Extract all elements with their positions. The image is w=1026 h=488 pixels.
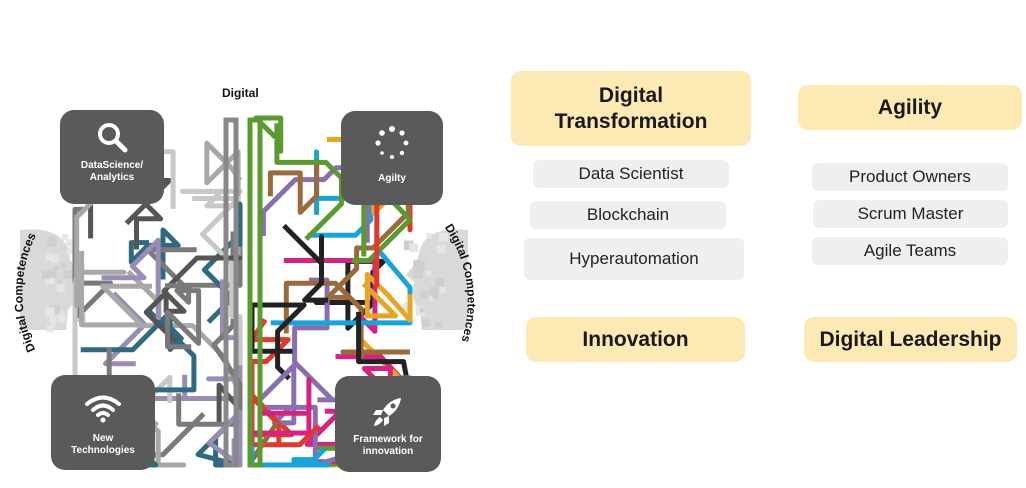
header-label: Agility bbox=[877, 95, 943, 119]
diagram-top-label: Digital bbox=[222, 86, 259, 100]
header-digital-transformation: Digital Transformation bbox=[511, 71, 751, 146]
pixel-square bbox=[426, 232, 432, 239]
header-label: Digital Leadership bbox=[819, 327, 1002, 351]
network-line bbox=[165, 283, 202, 350]
pixel-square bbox=[429, 292, 435, 298]
item-scrum-master: Scrum Master bbox=[813, 200, 1008, 228]
pixel-square bbox=[58, 314, 66, 323]
network-line bbox=[79, 251, 152, 328]
network-line bbox=[267, 164, 320, 215]
pixel-square bbox=[56, 284, 65, 293]
pixel-square bbox=[402, 304, 407, 309]
pixel-square bbox=[61, 263, 67, 269]
center-divider-left bbox=[223, 117, 239, 468]
tile-label: Framework for innovation bbox=[353, 434, 423, 457]
network-line bbox=[256, 363, 353, 468]
pixel-square bbox=[63, 273, 68, 279]
pixel-square bbox=[64, 270, 73, 279]
pixel-square bbox=[54, 265, 59, 270]
network-line bbox=[282, 223, 329, 303]
pixel-square bbox=[45, 307, 55, 317]
item-data-scientist: Data Scientist bbox=[533, 160, 729, 188]
network-line bbox=[88, 196, 164, 250]
pixel-square bbox=[413, 268, 423, 279]
pixel-square bbox=[62, 234, 69, 241]
center-divider-right bbox=[247, 117, 263, 468]
pixel-square bbox=[420, 290, 428, 299]
pixel-square bbox=[50, 322, 55, 327]
rocket-icon bbox=[335, 396, 441, 428]
network-line bbox=[260, 165, 370, 243]
pixel-square bbox=[45, 253, 53, 260]
pixel-square bbox=[419, 307, 425, 313]
pixel-square bbox=[414, 265, 421, 271]
header-innovation: Innovation bbox=[526, 317, 745, 362]
header-label: Innovation bbox=[582, 327, 689, 351]
header-label: Digital Transformation bbox=[554, 83, 708, 133]
network-line bbox=[128, 227, 181, 280]
tile-data-science: DataScience/ Analytics bbox=[60, 110, 164, 204]
tile-framework-innovation: Framework for innovation bbox=[335, 376, 441, 472]
pixel-square bbox=[426, 270, 431, 276]
pixel-square bbox=[415, 259, 422, 265]
pixel-square bbox=[66, 247, 75, 255]
item-product-owners: Product Owners bbox=[812, 163, 1008, 191]
left-head-silhouette bbox=[20, 229, 86, 333]
spinner-dots-icon bbox=[341, 125, 443, 161]
pixel-square bbox=[50, 254, 60, 263]
tile-agility: Agilty bbox=[341, 111, 443, 205]
pixel-square bbox=[57, 280, 63, 285]
network-line bbox=[325, 194, 411, 300]
network-line bbox=[274, 123, 344, 241]
tile-new-technologies: New Technologies bbox=[51, 375, 155, 470]
pixel-square bbox=[437, 245, 446, 254]
pixel-square bbox=[439, 287, 446, 294]
magnifier-icon bbox=[60, 120, 164, 154]
pixel-square bbox=[50, 304, 60, 314]
item-agile-teams: Agile Teams bbox=[812, 237, 1008, 265]
item-blockchain: Blockchain bbox=[530, 201, 726, 229]
network-line bbox=[270, 246, 413, 326]
header-agility: Agility bbox=[798, 85, 1022, 130]
pixel-square bbox=[421, 318, 430, 327]
tile-label: New Technologies bbox=[71, 433, 135, 456]
pixel-square bbox=[409, 243, 419, 252]
pixel-square bbox=[435, 277, 445, 287]
pixel-square bbox=[49, 315, 57, 323]
tile-label: Agilty bbox=[378, 173, 406, 184]
pixel-square bbox=[66, 239, 74, 247]
network-line bbox=[351, 195, 413, 263]
network-line bbox=[361, 272, 413, 323]
network-line bbox=[313, 258, 386, 331]
tile-label: DataScience/ Analytics bbox=[80, 160, 144, 183]
wifi-icon bbox=[51, 393, 155, 423]
pixel-square bbox=[432, 293, 439, 300]
network-line bbox=[103, 291, 148, 367]
network-line bbox=[252, 377, 312, 436]
pixel-square bbox=[46, 325, 54, 333]
pixel-square bbox=[48, 269, 57, 278]
pixel-square bbox=[429, 295, 435, 301]
item-hyperautomation: Hyperautomation bbox=[524, 238, 744, 280]
pixel-square bbox=[438, 232, 449, 242]
pixel-square bbox=[41, 271, 50, 280]
pixel-square bbox=[404, 240, 414, 250]
pixel-square bbox=[429, 286, 439, 297]
header-digital-leadership: Digital Leadership bbox=[804, 317, 1017, 362]
pixel-square bbox=[435, 321, 442, 329]
pixel-square bbox=[47, 236, 57, 247]
